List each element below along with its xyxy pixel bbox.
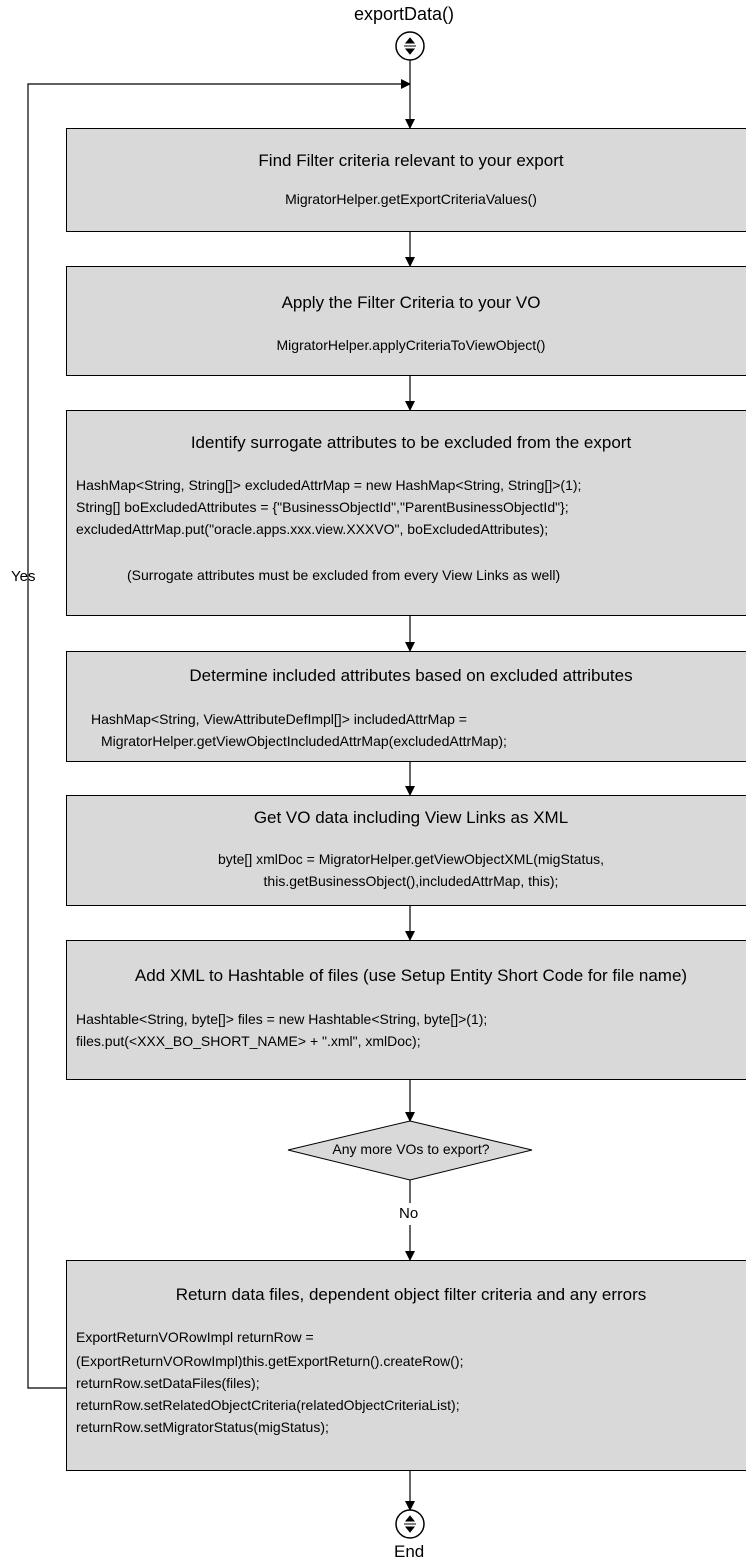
step-apply-filter-criteria: Apply the Filter Criteria to your VO Mig…	[66, 266, 746, 376]
step-code-line: MigratorHelper.applyCriteriaToViewObject…	[276, 337, 546, 353]
step-note: (Surrogate attributes must be excluded f…	[127, 567, 561, 583]
step-title: Return data files, dependent object filt…	[175, 1285, 647, 1304]
step-identify-surrogate-attributes: Identify surrogate attributes to be excl…	[66, 410, 746, 616]
step-title: Identify surrogate attributes to be excl…	[190, 433, 632, 452]
step-code-line: files.put(<XXX_BO_SHORT_NAME> + ".xml", …	[76, 1033, 421, 1049]
start-label: exportData()	[354, 4, 455, 24]
step-title: Apply the Filter Criteria to your VO	[281, 293, 541, 312]
step-title: Find Filter criteria relevant to your ex…	[258, 151, 564, 170]
start-terminator	[395, 31, 425, 61]
yes-label: Yes	[11, 568, 36, 585]
step-code-line: returnRow.setMigratorStatus(migStatus);	[76, 1419, 329, 1435]
step-code-line: returnRow.setRelatedObjectCriteria(relat…	[76, 1397, 460, 1413]
step-code-line: String[] boExcludedAttributes = {"Busine…	[76, 499, 569, 515]
step-code-line: Hashtable<String, byte[]> files = new Ha…	[76, 1011, 488, 1027]
step-find-filter-criteria: Find Filter criteria relevant to your ex…	[66, 128, 746, 232]
step-code-line: MigratorHelper.getExportCriteriaValues()	[285, 191, 537, 207]
step-return-data-files: Return data files, dependent object filt…	[66, 1260, 746, 1471]
step-code-line: (ExportReturnVORowImpl)this.getExportRet…	[76, 1353, 464, 1369]
step-determine-included-attributes: Determine included attributes based on e…	[66, 651, 746, 762]
no-label: No	[399, 1205, 419, 1222]
step-title: Add XML to Hashtable of files (use Setup…	[134, 966, 688, 985]
step-code-line: ExportReturnVORowImpl returnRow =	[76, 1329, 314, 1345]
end-terminator	[395, 1509, 425, 1539]
step-code-line: byte[] xmlDoc = MigratorHelper.getViewOb…	[217, 851, 605, 867]
decision-diamond	[287, 1120, 533, 1181]
step-code-line: this.getBusinessObject(),includedAttrMap…	[263, 873, 559, 889]
step-title: Get VO data including View Links as XML	[253, 808, 569, 827]
decision-text: Any more VOs to export?	[332, 1141, 490, 1157]
end-label: End	[394, 1542, 425, 1561]
step-code-line: HashMap<String, String[]> excludedAttrMa…	[76, 477, 582, 493]
step-code-line: excludedAttrMap.put("oracle.apps.xxx.vie…	[76, 521, 549, 537]
step-code-line: HashMap<String, ViewAttributeDefImpl[]> …	[91, 711, 467, 727]
step-code-line: returnRow.setDataFiles(files);	[76, 1375, 260, 1391]
step-code-line: MigratorHelper.getViewObjectIncludedAttr…	[101, 733, 507, 749]
step-get-vo-data: Get VO data including View Links as XML …	[66, 795, 746, 906]
loop-back-line	[27, 79, 411, 1389]
step-add-xml-to-hashtable: Add XML to Hashtable of files (use Setup…	[66, 940, 746, 1080]
step-title: Determine included attributes based on e…	[189, 666, 633, 685]
